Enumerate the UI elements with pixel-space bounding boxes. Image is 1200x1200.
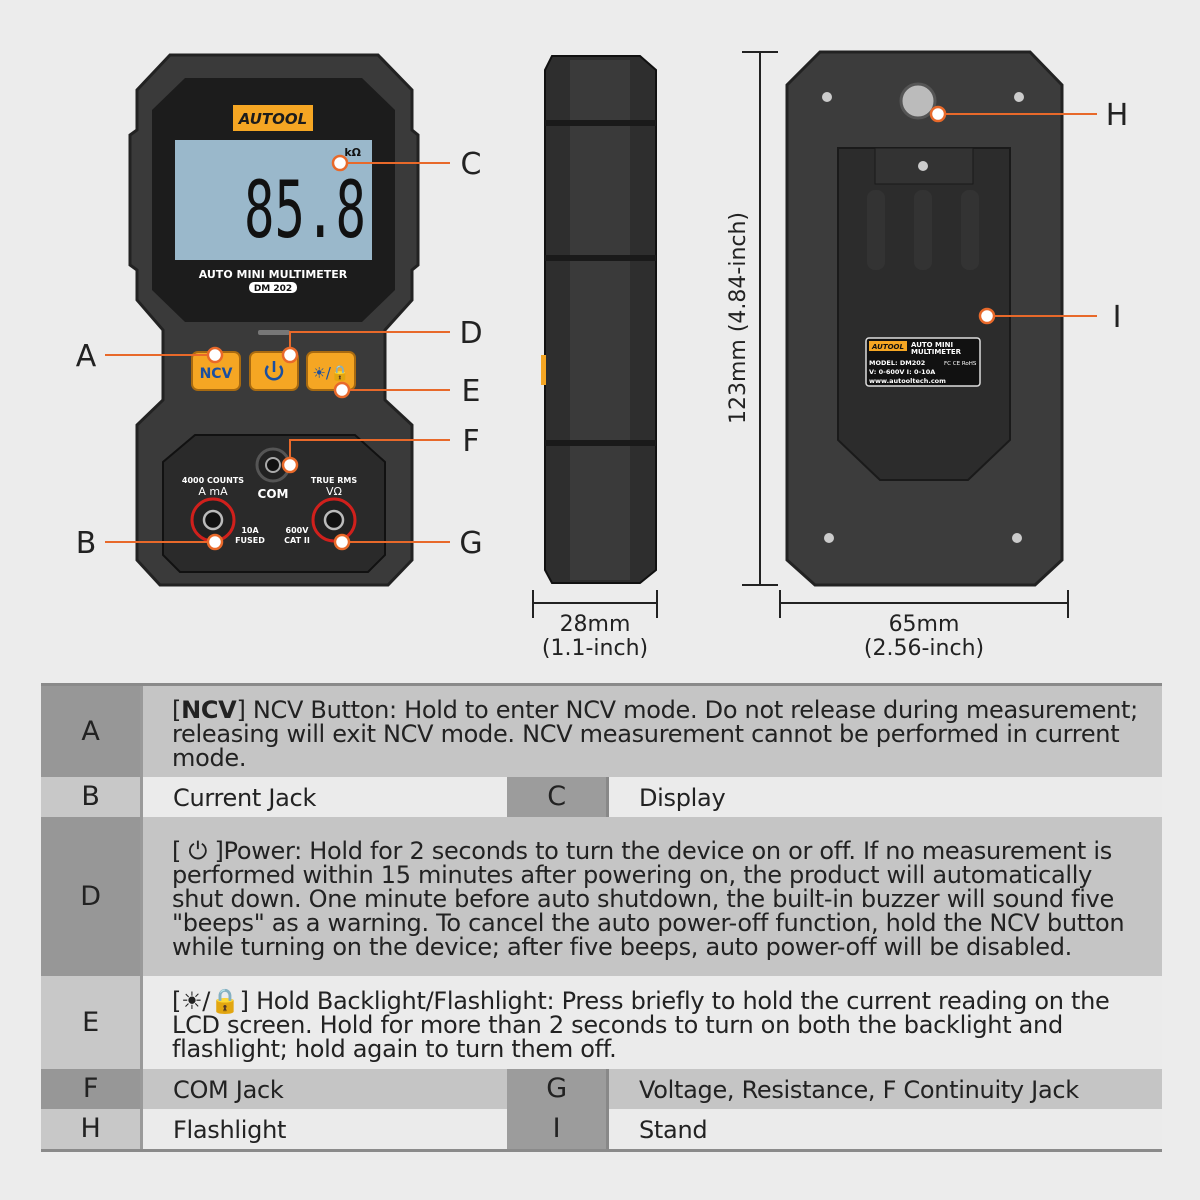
callout-g: G	[459, 526, 482, 561]
backlight-lock-icon: ☀/🔒	[312, 364, 349, 382]
row-text: Flashlight	[143, 1109, 507, 1149]
row-key: G	[507, 1069, 609, 1109]
callout-i: I	[1113, 300, 1122, 335]
device-name: AUTO MINI MULTIMETER	[199, 268, 348, 281]
label-url: www.autooltech.com	[869, 377, 946, 385]
callout-dots	[206, 105, 996, 551]
label-title-b: MULTIMETER	[911, 348, 962, 356]
multimeter-back: AUTOOL AUTO MINI MULTIMETER MODEL: DM202…	[785, 50, 1064, 587]
product-illustration: AUTOOL kΩ 85.8 AUTO MINI MULTIMETER DM 2…	[76, 50, 1129, 661]
label-spec: V: 0-600V I: 0-10A	[869, 368, 935, 376]
row-key: H	[41, 1109, 143, 1149]
row-key: E	[41, 976, 143, 1069]
ncv-button-label: NCV	[200, 366, 233, 382]
callout-f: F	[462, 424, 479, 459]
table-row-a: A [NCV] NCV Button: Hold to enter NCV mo…	[41, 686, 1162, 777]
table-row-f-g: F COM Jack G Voltage, Resistance, F Cont…	[41, 1069, 1162, 1109]
multimeter-side	[541, 55, 657, 584]
brand-logo	[233, 105, 313, 131]
com-label: COM	[258, 487, 289, 501]
depth-dimension-mm: 28mm	[560, 612, 631, 637]
legend-table: A [NCV] NCV Button: Hold to enter NCV mo…	[41, 683, 1162, 1152]
row-text: ]Power: Hold for 2 seconds to turn the d…	[172, 836, 1125, 961]
callout-a: A	[76, 339, 97, 374]
label-title-a: AUTO MINI	[911, 341, 953, 349]
row-text: COM Jack	[143, 1069, 507, 1109]
row-key: D	[41, 817, 143, 976]
lcd-reading: 85.8	[244, 166, 366, 256]
callout-b: B	[76, 526, 97, 561]
brand-text: AUTOOL	[238, 110, 307, 128]
counts-label: 4000 COUNTS	[182, 476, 244, 485]
label-brand: AUTOOL	[871, 343, 904, 351]
table-row-e: E [☀/🔒] Hold Backlight/Flashlight: Press…	[41, 976, 1162, 1069]
row-key: A	[41, 686, 143, 777]
row-text: Stand	[609, 1109, 1162, 1149]
callout-c: C	[461, 147, 482, 182]
backlight-hold-button[interactable]	[306, 351, 356, 391]
multimeter-front: AUTOOL kΩ 85.8 AUTO MINI MULTIMETER DM 2…	[128, 53, 420, 587]
row-text: ] Hold Backlight/Flashlight: Press brief…	[172, 986, 1110, 1063]
height-dimension: 123mm (4.84-inch)	[726, 212, 751, 424]
row-text: Voltage, Resistance, F Continuity Jack	[609, 1069, 1162, 1109]
callout-e: E	[462, 374, 481, 409]
ncv-tag: NCV	[181, 695, 237, 724]
width-dimension-in: (2.56-inch)	[864, 636, 984, 661]
cat-label-b: CAT II	[284, 536, 310, 545]
power-icon: ⏻	[188, 836, 208, 865]
row-text: Display	[609, 777, 1162, 817]
cat-label-a: 600V	[286, 526, 310, 535]
callout-d: D	[459, 316, 482, 351]
row-key: C	[507, 777, 609, 817]
width-dimension-mm: 65mm	[889, 612, 960, 637]
dimension-lines	[532, 51, 1069, 618]
row-text: NCV Button: Hold to enter NCV mode. Do n…	[172, 695, 1138, 772]
row-key: F	[41, 1069, 143, 1109]
row-key: B	[41, 777, 143, 817]
depth-dimension-in: (1.1-inch)	[542, 636, 648, 661]
flashlight	[899, 82, 937, 120]
row-text: Current Jack	[143, 777, 507, 817]
device-model: DM 202	[254, 284, 292, 294]
volt-ohm-label: VΩ	[326, 485, 342, 498]
amps-label: A mA	[198, 485, 228, 498]
label-model: MODEL: DM202	[869, 359, 925, 367]
callout-lines	[105, 113, 1097, 543]
lcd-unit: kΩ	[344, 146, 361, 159]
label-cert: FC CE RoHS	[944, 361, 977, 367]
table-row-b-c: B Current Jack C Display	[41, 777, 1162, 817]
table-row-d: D [ ⏻ ]Power: Hold for 2 seconds to turn…	[41, 817, 1162, 976]
callout-h: H	[1106, 98, 1129, 133]
backlight-lock-icon: ☀/🔒	[181, 986, 240, 1015]
true-rms-label: TRUE RMS	[311, 476, 357, 485]
table-row-h-i: H Flashlight I Stand	[41, 1109, 1162, 1149]
fused-label-a: 10A	[241, 526, 259, 535]
row-key: I	[507, 1109, 609, 1149]
fused-label-b: FUSED	[235, 536, 265, 545]
power-icon	[264, 361, 284, 381]
